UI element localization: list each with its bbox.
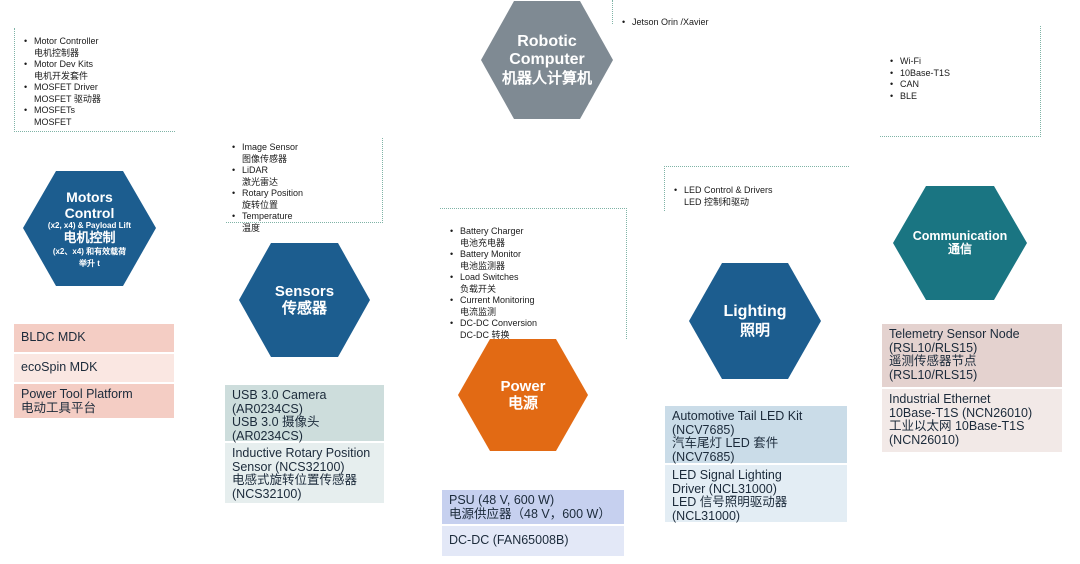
hex-title: Computer — [509, 51, 585, 69]
hexagon-shape — [23, 171, 156, 286]
comm-feature-list: Wi-Fi 10Base-T1S CAN BLE — [888, 56, 950, 102]
lighting-hexagon: Lighting 照明 — [688, 262, 822, 380]
sensors-hexagon: Sensors 传感器 — [238, 242, 371, 358]
hex-subtitle: 电源 — [507, 395, 538, 412]
robotic-computer-hexagon: Robotic Computer 机器人计算机 — [480, 0, 614, 120]
robotic-feature-list: Jetson Orin /Xavier — [620, 17, 709, 29]
comm-list-bracket — [880, 26, 1041, 137]
hex-detail: (x2, x4) & Payload Lift — [47, 221, 132, 231]
hex-title: Robotic — [517, 32, 577, 50]
product-box-usb-camera: USB 3.0 Camera (AR0234CS) USB 3.0 摄像头 (A… — [225, 385, 384, 442]
power-hexagon: Power 电源 — [457, 338, 589, 452]
list-item: BLE — [888, 91, 950, 103]
sensor-list-bracket — [226, 138, 383, 223]
hexagon-shape — [458, 339, 588, 451]
product-box-industrial-ethernet: Industrial Ethernet 10Base-T1S (NCN26010… — [882, 389, 1062, 452]
product-box-tail-led: Automotive Tail LED Kit (NCV7685) 汽车尾灯 L… — [665, 406, 847, 463]
hex-title: Sensors — [274, 282, 335, 300]
hex-subtitle: 传感器 — [281, 300, 327, 317]
hex-title: Control — [64, 205, 115, 222]
hex-title: Communication — [912, 228, 1008, 243]
list-item: Wi-Fi — [888, 56, 950, 68]
hexagon-shape — [239, 243, 370, 357]
power-list-bracket — [440, 208, 627, 339]
hex-detail: (x2、x4) 和有效载荷 — [52, 247, 127, 257]
hexagon-shape — [893, 186, 1027, 300]
hex-title: Motors — [66, 189, 113, 206]
hex-title: Lighting — [723, 303, 787, 321]
product-box-telemetry: Telemetry Sensor Node (RSL10/RLS15) 遥测传感… — [882, 324, 1062, 387]
product-box-power-tool: Power Tool Platform 电动工具平台 — [14, 384, 174, 418]
list-item: 10Base-T1S — [888, 68, 950, 80]
product-box-ecospin-mdk: ecoSpin MDK — [14, 354, 174, 382]
list-item: Jetson Orin /Xavier — [620, 17, 709, 29]
product-box-bldc-mdk: BLDC MDK — [14, 324, 174, 352]
motor-list-bracket — [14, 28, 175, 132]
hex-title: Power — [500, 377, 546, 395]
product-box-led-signal: LED Signal Lighting Driver (NCL31000) LE… — [665, 465, 847, 522]
communication-hexagon: Communication 通信 — [892, 185, 1028, 301]
hexagon-shape — [481, 1, 613, 119]
robotic-list-bracket — [612, 0, 773, 24]
hex-subtitle: 机器人计算机 — [501, 69, 592, 87]
hex-subtitle: 通信 — [947, 242, 972, 257]
list-item: CAN — [888, 79, 950, 91]
hexagon-shape — [689, 263, 821, 379]
product-box-rotary-sensor: Inductive Rotary Position Sensor (NCS321… — [225, 443, 384, 503]
motors-control-hexagon: Motors Control (x2, x4) & Payload Lift 电… — [22, 170, 157, 287]
hex-subtitle: 电机控制 — [63, 229, 116, 245]
product-box-dc-dc: DC-DC (FAN65008B) — [442, 526, 624, 556]
hex-subtitle: 照明 — [739, 321, 770, 339]
product-box-psu: PSU (48 V, 600 W) 电源供应器（48 V，600 W） — [442, 490, 624, 524]
lighting-list-bracket — [664, 166, 849, 211]
hex-detail: 举升 t — [79, 258, 100, 268]
